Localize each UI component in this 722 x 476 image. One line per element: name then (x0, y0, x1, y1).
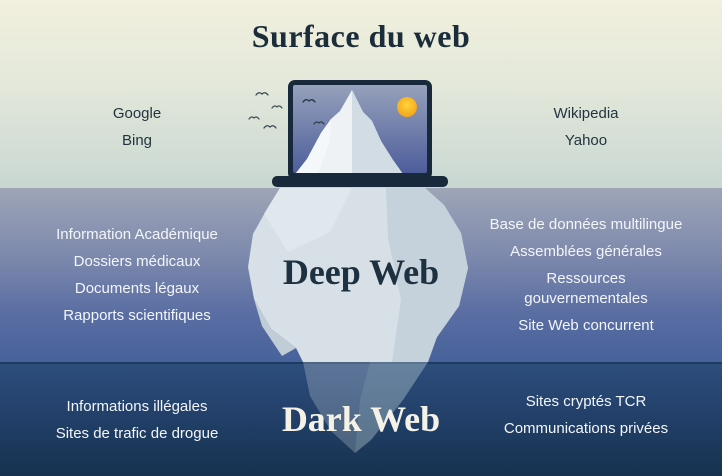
surface-sites-right: Wikipedia Yahoo (452, 100, 720, 154)
dark-web-item: Sites cryptés TCR (525, 392, 647, 410)
dark-web-item: Sites de trafic de drogue (55, 424, 219, 442)
dark-web-label: Dark Web (281, 399, 441, 439)
deep-web-item: Rapports scientifiques (63, 306, 211, 324)
surface-sites-left: Google Bing (8, 100, 266, 154)
deep-web-item: Site Web concurrent (518, 316, 654, 334)
page-title: Surface du web (251, 18, 471, 54)
deep-web-item: Base de données multilingue (489, 215, 683, 233)
dark-web-item: Informations illégales (66, 397, 208, 415)
surface-site: Bing (121, 132, 153, 149)
dark-web-section (0, 362, 722, 476)
deep-web-item: Assemblées générales (510, 242, 662, 260)
deep-web-items-right: Base de données multilingue Assemblées g… (452, 211, 720, 339)
deep-web-item: Dossiers médicaux (73, 252, 201, 270)
surface-site: Wikipedia (553, 105, 619, 122)
dark-web-items-right: Sites cryptés TCR Communications privées (452, 388, 720, 442)
dark-web-items-left: Informations illégales Sites de trafic d… (8, 393, 266, 447)
surface-site: Yahoo (564, 132, 608, 149)
dark-web-item: Communications privées (503, 419, 669, 437)
deep-web-items-left: Information Académique Dossiers médicaux… (8, 221, 266, 329)
surface-site: Google (112, 105, 162, 122)
deep-web-item: Information Académique (56, 225, 218, 243)
deep-web-item: Documents légaux (74, 279, 200, 297)
deep-web-item: Ressources gouvernementales (524, 269, 648, 307)
